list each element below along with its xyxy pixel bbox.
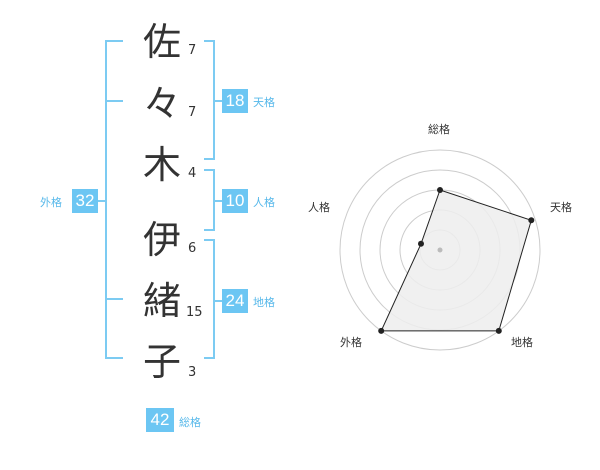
radar-label-soukaku: 総格 (428, 123, 450, 136)
radar-label-chikaku: 地格 (511, 336, 533, 349)
chikaku-label: 地格 (253, 296, 275, 309)
jinkaku-badge: 10 (222, 189, 248, 213)
stroke-count-6: 3 (188, 365, 197, 380)
name-character-3: 木 (142, 143, 181, 187)
radar-center-dot (437, 247, 443, 253)
tenkaku-label: 天格 (253, 96, 275, 109)
fortune-radar-chart (339, 149, 541, 351)
stroke-count-2: 7 (188, 105, 197, 120)
soukaku-label: 総格 (179, 416, 201, 429)
name-character-6: 子 (142, 340, 181, 384)
name-character-2: 々 (142, 82, 181, 126)
radar-ring-5 (339, 149, 541, 351)
radar-label-gaikaku: 外格 (340, 336, 362, 349)
bracket-lines (98, 40, 222, 359)
radar-point-jinkaku (418, 240, 424, 247)
stroke-count-4: 6 (188, 241, 197, 256)
gaikaku-label: 外格 (40, 196, 62, 209)
radar-point-gaikaku (378, 327, 385, 334)
radar-point-tenkaku (528, 217, 535, 224)
outer-bracket (105, 40, 123, 359)
radar-point-chikaku (495, 327, 502, 334)
soukaku-badge: 42 (146, 408, 174, 432)
radar-score-polygon (380, 189, 532, 332)
name-character-1: 佐 (142, 20, 181, 64)
name-character-4: 伊 (142, 218, 181, 262)
chikaku-bracket (204, 239, 215, 359)
name-character-5: 緒 (142, 279, 181, 323)
stroke-count-3: 4 (188, 166, 197, 181)
radar-label-tenkaku: 天格 (550, 201, 572, 214)
radar-point-soukaku (437, 187, 443, 193)
chikaku-badge: 24 (222, 289, 248, 313)
gaikaku-badge: 32 (72, 189, 98, 213)
tenkaku-badge: 18 (222, 89, 248, 113)
jinkaku-label: 人格 (253, 196, 275, 209)
stroke-count-5: 15 (186, 305, 203, 320)
radar-label-jinkaku: 人格 (308, 201, 330, 214)
tenkaku-bracket (204, 40, 215, 160)
stroke-count-1: 7 (188, 43, 197, 58)
jinkaku-bracket (204, 169, 215, 231)
